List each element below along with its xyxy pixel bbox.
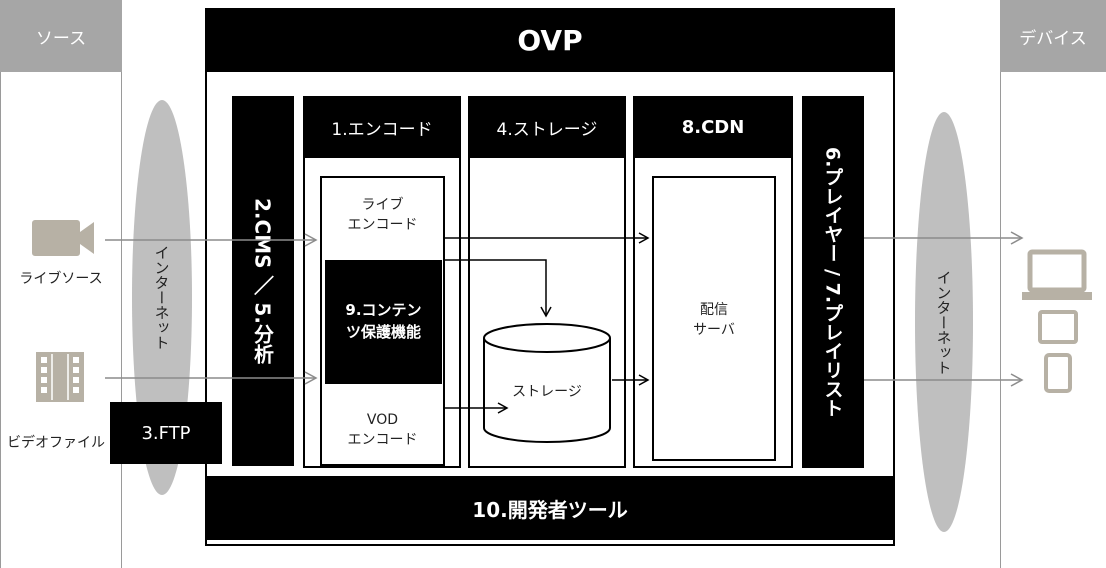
delivery-server-box [652, 176, 776, 461]
cms-label-wrap: 2.CMS ／ 5.分析 [232, 96, 294, 466]
ftp-box: 3.FTP [110, 402, 222, 464]
device-header: デバイス [1000, 0, 1106, 72]
film-strip-icon [36, 352, 84, 402]
vod-encoder-label: VOD エンコード [347, 412, 418, 448]
storage-cylinder [483, 323, 611, 443]
player-label: 6.プレイヤー / 7.プレイリスト [821, 146, 844, 418]
internet-left-label: インターネット [132, 100, 192, 495]
storage-cylinder-label: ストレージ [512, 384, 582, 400]
arrow-live-encoder-to-storage [445, 259, 552, 318]
content-protection-box [325, 260, 442, 384]
developer-tools-bar: 10.開発者ツール [205, 476, 895, 540]
live-source-label: ライブソース [19, 271, 103, 287]
laptop-icon [1022, 249, 1092, 300]
live-encoder-label: ライブ エンコード [347, 197, 418, 233]
internet-right-text: インターネット [934, 269, 953, 375]
delivery-server-label: 配信 サーバ [693, 302, 735, 338]
source-column [0, 0, 122, 568]
source-header: ソース [0, 0, 122, 72]
internet-right-label: インターネット [915, 112, 973, 532]
storage-header: 4.ストレージ [468, 96, 626, 158]
cdn-header: 8.CDN [633, 96, 793, 158]
internet-left-text: インターネット [152, 245, 171, 350]
tablet-icon [1038, 310, 1078, 344]
video-file-label: ビデオファイル [7, 435, 105, 451]
player-label-wrap: 6.プレイヤー / 7.プレイリスト [802, 96, 864, 468]
internet-right-ellipse [915, 112, 973, 532]
cms-column [232, 96, 294, 466]
cms-label: 2.CMS ／ 5.分析 [250, 198, 275, 364]
content-protection-label: 9.コンテン ツ保護機能 [345, 301, 422, 341]
device-column [1000, 0, 1106, 568]
encode-header: 1.エンコード [303, 96, 461, 158]
player-column [802, 96, 864, 468]
smartphone-icon [1044, 353, 1072, 393]
ovp-title: OVP [205, 8, 895, 72]
video-camera-icon [32, 220, 94, 256]
